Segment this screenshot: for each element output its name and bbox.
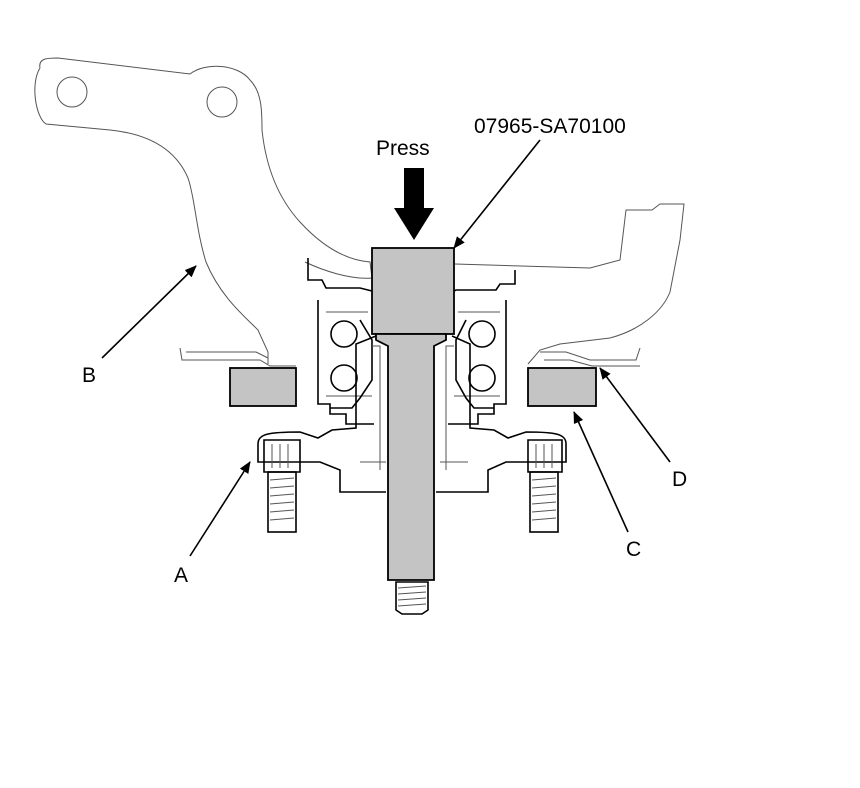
press-label: Press	[376, 137, 430, 160]
leader-line-c	[573, 411, 629, 533]
label-a: A	[174, 564, 188, 587]
label-d: D	[672, 468, 687, 491]
leader-line-a	[189, 461, 251, 557]
steering-knuckle	[34, 57, 685, 367]
tool-number-label: 07965-SA70100	[474, 115, 626, 138]
support-block-right	[527, 367, 597, 407]
leader-line-tool	[453, 139, 541, 249]
label-c: C	[626, 538, 641, 561]
leader-line-d	[599, 367, 671, 463]
wheel-stud-right	[527, 439, 563, 533]
label-b: B	[82, 364, 96, 387]
hub-assembly	[257, 258, 567, 493]
wheel-stud-left	[263, 439, 301, 533]
leader-line-b	[101, 265, 197, 359]
support-block-left	[229, 367, 297, 407]
press-arrow-icon	[394, 168, 434, 240]
press-driver-tool	[371, 247, 455, 615]
